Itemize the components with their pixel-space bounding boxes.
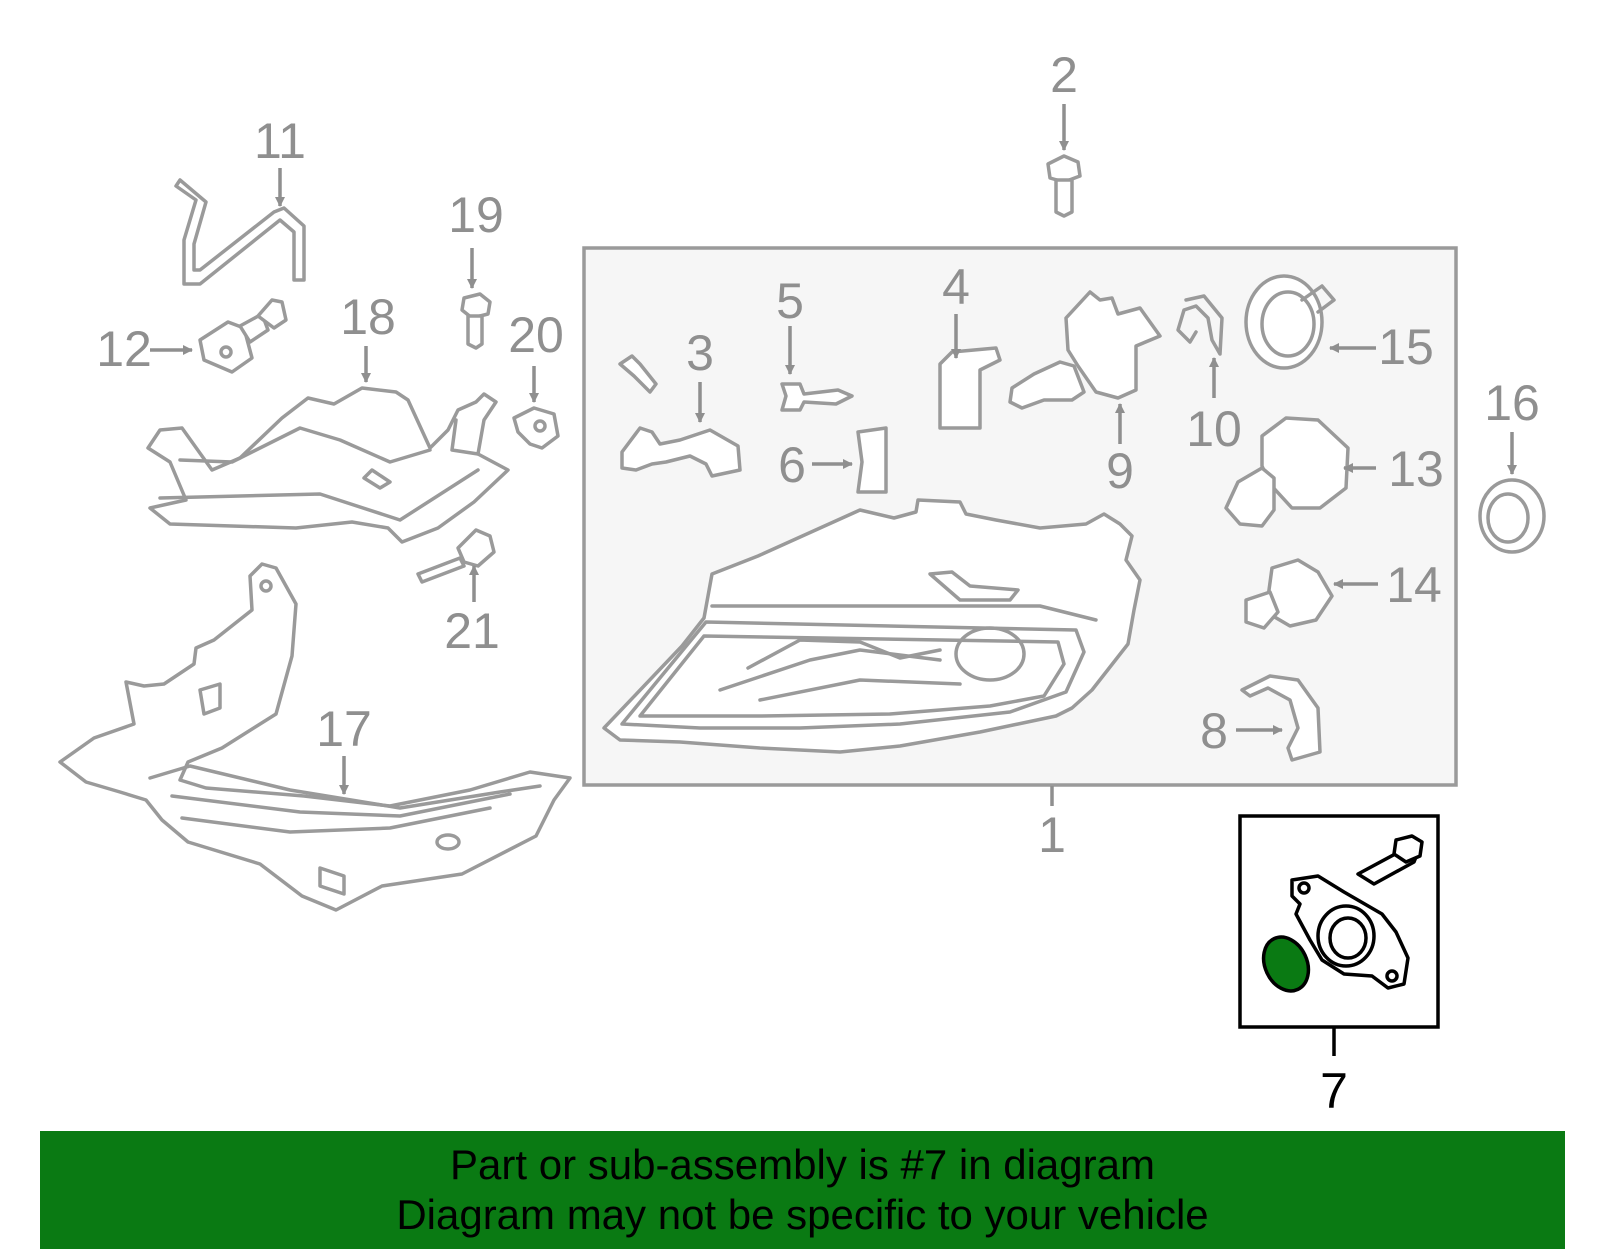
callout-1: 1 — [1038, 807, 1066, 863]
part-9-bulb — [1008, 290, 1162, 410]
callout-8: 8 — [1200, 703, 1228, 759]
part-7-seal — [1261, 935, 1311, 993]
callout-21: 21 — [444, 603, 500, 659]
callout-6: 6 — [778, 437, 806, 493]
part-12-adjuster — [198, 298, 288, 374]
callout-labels: 1 2 3 4 5 6 7 8 9 10 11 12 13 14 15 16 1… — [96, 47, 1540, 1119]
part-1-headlamp — [602, 498, 1142, 754]
callout-16: 16 — [1484, 375, 1540, 431]
part-10-clip — [1176, 294, 1224, 356]
part-5-screw — [780, 382, 854, 412]
leader-lines — [150, 104, 1517, 1056]
callout-11: 11 — [254, 113, 306, 169]
callout-3: 3 — [686, 325, 714, 381]
callout-5: 5 — [776, 273, 804, 329]
part-19-bolt — [460, 292, 492, 350]
part-8-trim — [1240, 674, 1322, 762]
callout-9: 9 — [1106, 443, 1134, 499]
part-7-flange — [1290, 834, 1424, 990]
callout-17: 17 — [316, 701, 372, 757]
callout-2: 2 — [1050, 47, 1078, 103]
part-11-hose — [174, 178, 306, 286]
part-15-cap — [1244, 274, 1336, 370]
callout-20: 20 — [508, 307, 564, 363]
part-17-support — [58, 562, 572, 912]
part-3-bracket — [618, 354, 742, 478]
footer-line-1: Part or sub-assembly is #7 in diagram — [450, 1141, 1155, 1188]
callout-7: 7 — [1320, 1063, 1348, 1119]
callout-18: 18 — [340, 289, 396, 345]
part-2-bolt — [1046, 154, 1082, 218]
part-16-seal — [1478, 478, 1546, 554]
callout-12: 12 — [96, 321, 152, 377]
part-18-bracket — [146, 386, 510, 544]
callout-15: 15 — [1378, 319, 1434, 375]
callout-13: 13 — [1388, 441, 1444, 497]
part-14-bulb — [1244, 558, 1334, 630]
callout-19: 19 — [448, 187, 504, 243]
footer-banner: Part or sub-assembly is #7 in diagram Di… — [40, 1131, 1565, 1249]
footer-line-2: Diagram may not be specific to your vehi… — [396, 1191, 1209, 1238]
callout-14: 14 — [1386, 557, 1442, 613]
part-13-bulb — [1224, 416, 1350, 528]
callout-10: 10 — [1186, 401, 1242, 457]
part-20-clip — [512, 406, 560, 450]
part-21-bolt — [416, 528, 496, 584]
part-6-clip — [856, 426, 888, 494]
callout-4: 4 — [942, 259, 970, 315]
